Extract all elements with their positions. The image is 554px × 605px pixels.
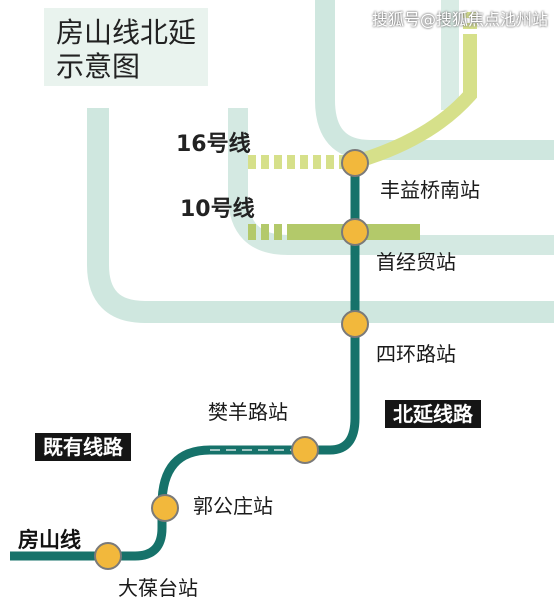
line10-label: 10号线 (180, 197, 255, 222)
station-label-dabaotai: 大葆台站 (118, 576, 198, 600)
watermark: 搜狐号@搜狐焦点池州站 (371, 10, 548, 29)
station-sihuanlu-marker (341, 310, 369, 338)
station-label-guogongzhuang: 郭公庄站 (193, 494, 273, 518)
station-label-sihuanlu: 四环路站 (376, 342, 456, 366)
map-title: 房山线北延 示意图 (56, 16, 197, 83)
fangshan-line-extension (305, 165, 360, 455)
station-label-shoujingmao: 首经贸站 (376, 250, 456, 274)
ring-road-upper (315, 0, 554, 160)
line16-label: 16号线 (176, 132, 251, 157)
fangshan-line-label: 房山线 (18, 528, 81, 552)
station-fanyanglu-marker (291, 436, 319, 464)
station-dabaotai-marker (94, 542, 122, 570)
tag-existing-line: 既有线路 (35, 433, 131, 461)
station-guogongzhuang-marker (151, 494, 179, 522)
ring-road-outer-left (87, 108, 554, 323)
station-label-fanyanglu: 樊羊路站 (208, 400, 288, 424)
station-markers (94, 149, 369, 570)
station-shoujingmao-marker (341, 218, 369, 246)
station-fengyiqiaonan-marker (341, 149, 369, 177)
station-label-fengyiqiaonan: 丰益桥南站 (380, 178, 480, 202)
tag-extension-line: 北延线路 (385, 400, 481, 428)
title-box (44, 8, 208, 86)
line16-track (353, 40, 477, 169)
